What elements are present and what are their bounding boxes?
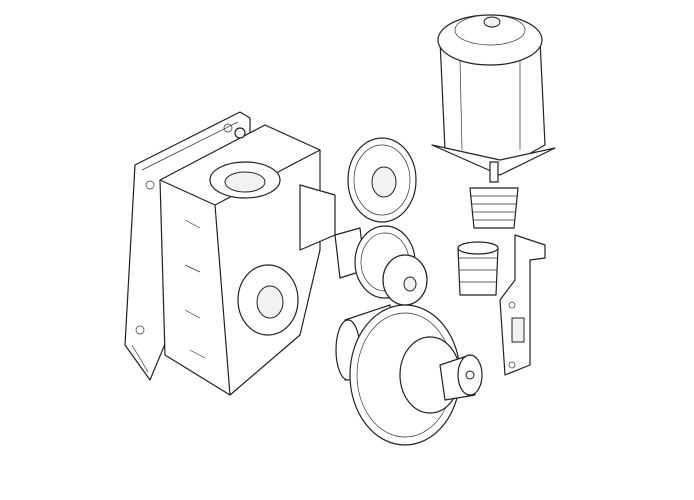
electric-motor — [431, 14, 556, 176]
limit-switch-bracket — [499, 234, 546, 376]
small-spur-gear — [347, 137, 417, 223]
gearbox-housing — [159, 124, 336, 396]
large-output-gear — [335, 304, 483, 446]
worm-screw — [469, 161, 519, 229]
spare-worm — [457, 241, 499, 296]
double-gear — [334, 225, 428, 306]
